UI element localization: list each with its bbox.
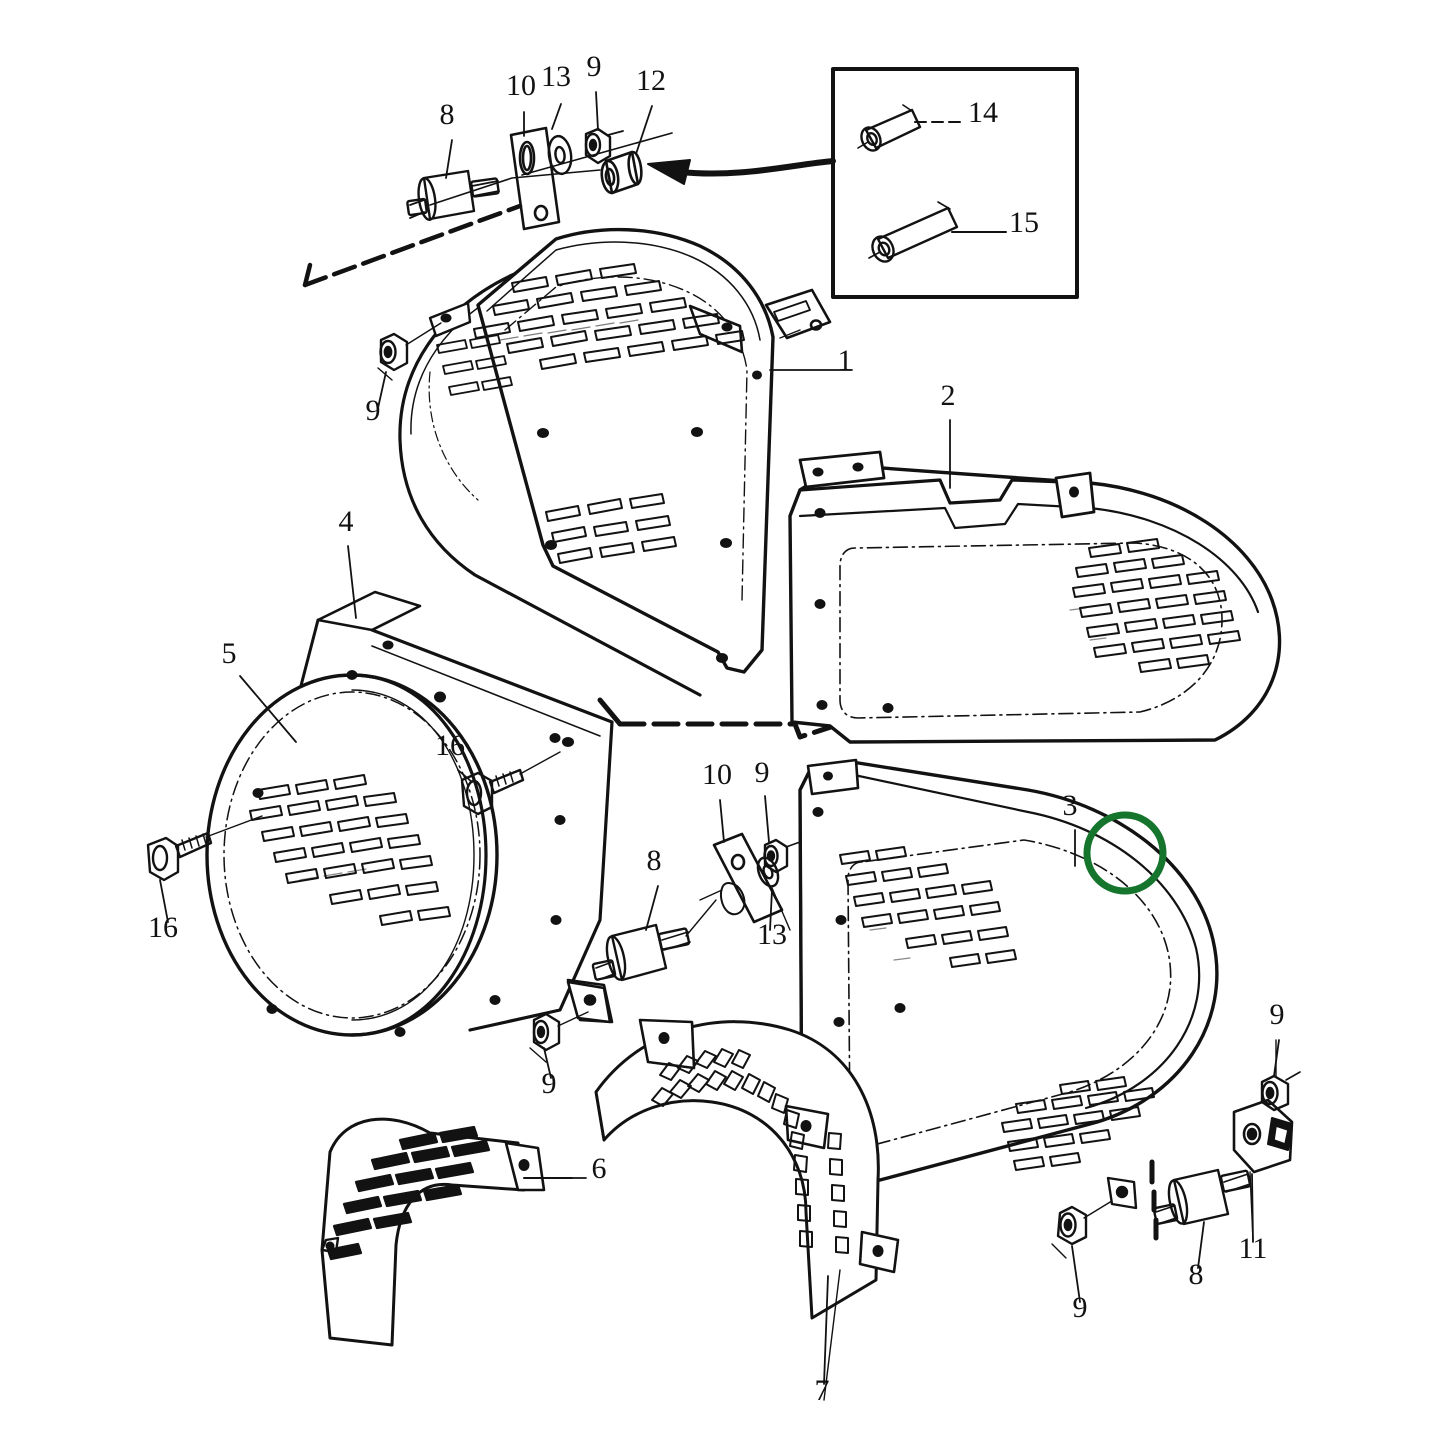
selection-highlight-circle[interactable] xyxy=(1083,811,1167,895)
louver-group-3-upper xyxy=(839,846,1017,968)
leader-lines xyxy=(159,91,1280,1385)
callout-label-8: 8 xyxy=(1189,1258,1204,1291)
louver-group-1-lower xyxy=(545,493,677,564)
part-3-belt-guard-lower xyxy=(798,758,1219,1191)
mount-tab-lower-guard xyxy=(1106,1176,1138,1210)
callout-label-9: 9 xyxy=(366,394,381,427)
slot-group-7 xyxy=(651,1048,849,1254)
callout-label-2: 2 xyxy=(941,379,956,412)
callout-label-16: 16 xyxy=(148,911,178,944)
louver-group-1-back xyxy=(436,334,513,396)
callout-label-3: 3 xyxy=(1063,789,1078,822)
callout-label-13: 13 xyxy=(757,918,787,951)
callout-label-9: 9 xyxy=(755,756,770,789)
part-11-angle-bracket xyxy=(1232,1098,1294,1241)
callout-label-9: 9 xyxy=(1073,1291,1088,1324)
callout-label-16: 16 xyxy=(435,729,465,762)
part-9-nut-low xyxy=(529,1011,589,1063)
louver-group-1-upper xyxy=(473,263,745,370)
part-10-strap-upper-right xyxy=(764,288,832,340)
callout-label-6: 6 xyxy=(592,1152,607,1185)
part-16-bolt-mid xyxy=(460,751,561,816)
part-14-spacer-sleeve xyxy=(857,104,922,152)
callout-label-11: 11 xyxy=(1239,1232,1268,1265)
louver-group-5 xyxy=(249,774,451,926)
callout-label-9: 9 xyxy=(587,50,602,83)
part-5-blower-cover xyxy=(205,670,499,1037)
callout-label-10: 10 xyxy=(506,69,536,102)
callout-label-15: 15 xyxy=(1009,206,1039,239)
centerline-top xyxy=(429,169,601,206)
part-7-slotted-guard xyxy=(594,1018,900,1401)
inset-pointer-arrow xyxy=(647,158,836,185)
callout-label-5: 5 xyxy=(222,637,237,670)
housing-foot-bracket xyxy=(566,980,612,1024)
callout-label-7: 7 xyxy=(815,1374,830,1407)
part-16-bolt-left xyxy=(146,815,263,882)
part-1-fan-shroud xyxy=(398,227,775,697)
part-12-bushing xyxy=(600,150,643,195)
louver-group-3-lower xyxy=(1001,1076,1155,1171)
callout-label-14: 14 xyxy=(968,96,998,129)
part-15-spacer-sleeve xyxy=(868,201,959,263)
callout-label-4: 4 xyxy=(339,505,354,538)
slot-marks-bottom xyxy=(1149,1159,1159,1241)
part-6-curved-guard xyxy=(320,1117,573,1347)
texture-group-6 xyxy=(326,1125,491,1261)
assembly-line-top xyxy=(302,203,523,288)
callout-label-12: 12 xyxy=(636,64,666,97)
callout-label-1: 1 xyxy=(838,344,853,377)
part-8-isolator-bottom xyxy=(1152,1168,1252,1226)
part-9-nut-left xyxy=(377,322,442,381)
part-8-isolator-top xyxy=(406,169,500,222)
callout-label-13: 13 xyxy=(541,60,571,93)
callout-label-8: 8 xyxy=(647,844,662,877)
callout-label-9: 9 xyxy=(1270,998,1285,1031)
callout-label-8: 8 xyxy=(440,98,455,131)
part-2-belt-guard xyxy=(788,450,1282,744)
louver-group-2 xyxy=(1072,538,1241,673)
detail-inset xyxy=(831,67,1079,299)
part-9-nut-mid xyxy=(763,838,801,874)
part-8-isolator-mid xyxy=(591,899,717,982)
callout-label-9: 9 xyxy=(542,1067,557,1100)
callout-label-10: 10 xyxy=(702,758,732,791)
